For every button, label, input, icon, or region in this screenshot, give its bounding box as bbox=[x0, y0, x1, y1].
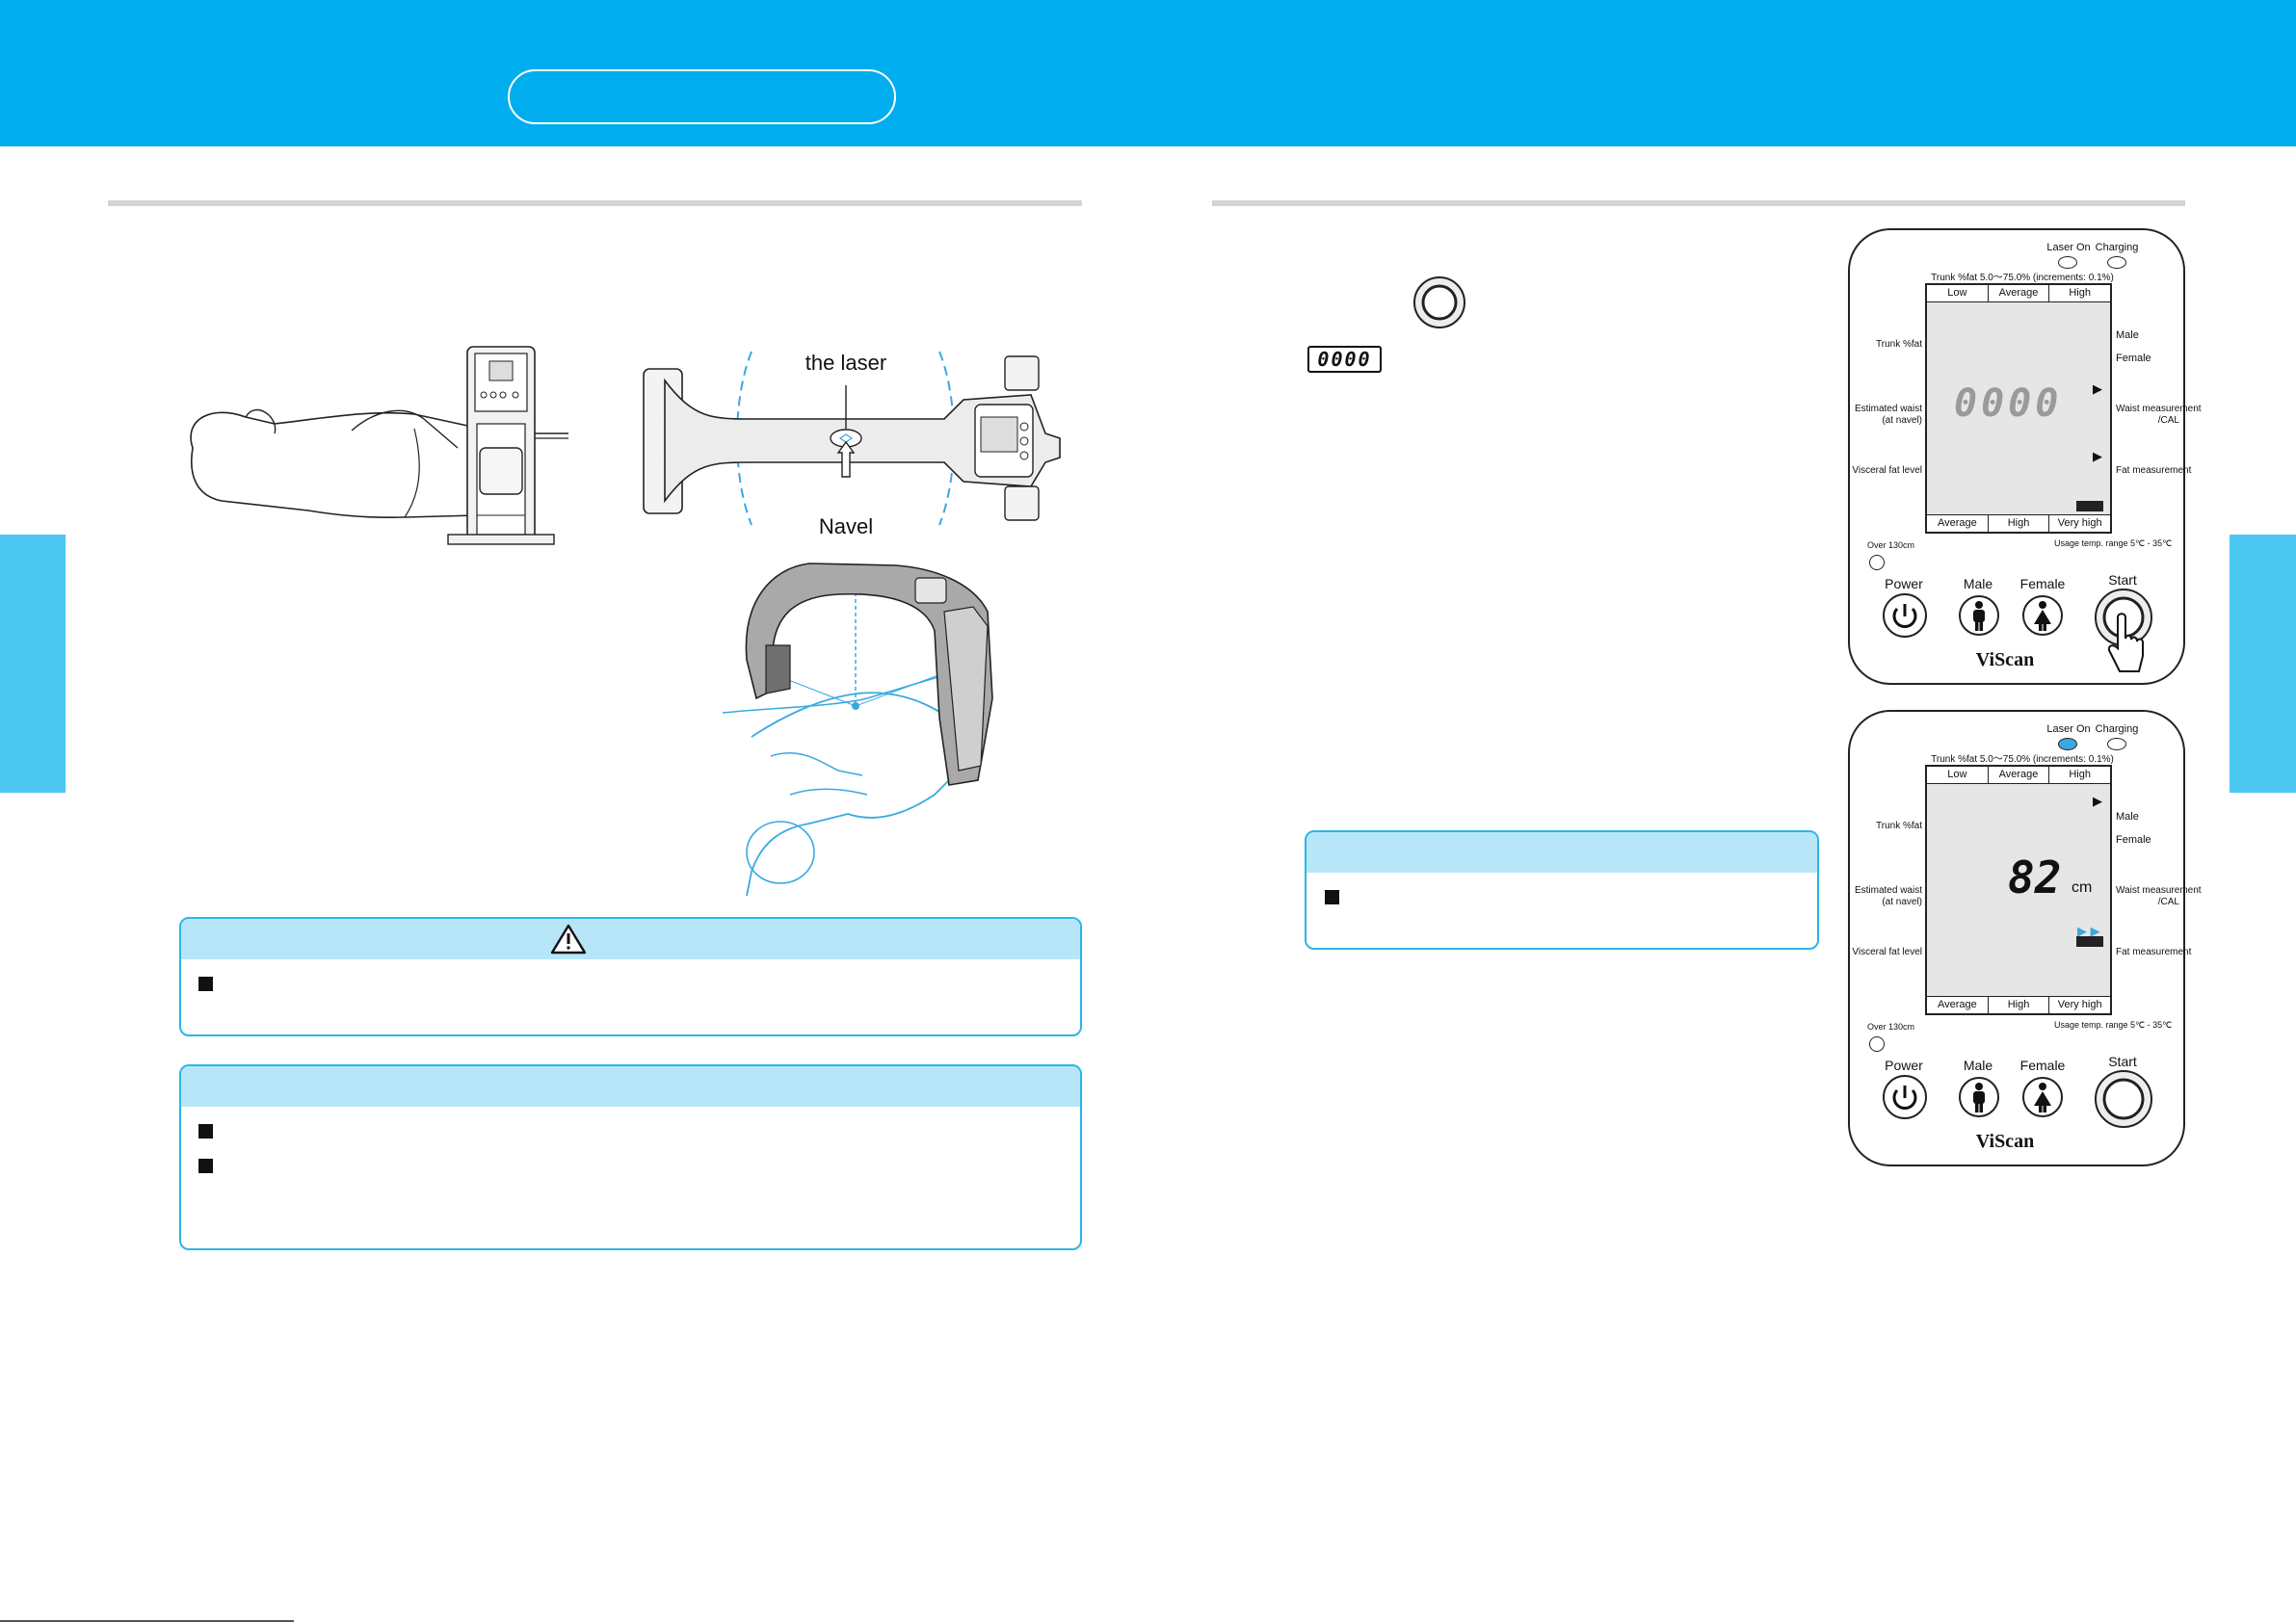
male-button[interactable] bbox=[1958, 592, 2000, 639]
left-section-rule bbox=[108, 200, 1082, 206]
power-icon bbox=[1892, 1088, 1917, 1110]
lcd-waist-value: 82 bbox=[2008, 851, 2062, 903]
warning-box-header bbox=[181, 919, 1080, 959]
power-button[interactable] bbox=[1882, 592, 1928, 639]
note-box-left-header bbox=[181, 1066, 1080, 1107]
right-side-tab bbox=[2230, 535, 2296, 793]
measurement-position-illustration bbox=[722, 563, 993, 897]
lcd-display: Low Average High 0000 ▶ ▶ Average High V… bbox=[1925, 283, 2112, 534]
male-icon bbox=[1975, 601, 1983, 609]
bottom-scale: Average High Very high bbox=[1927, 996, 2110, 1013]
female-icon bbox=[2039, 1083, 2046, 1090]
over-130-indicator bbox=[1869, 1036, 1885, 1052]
power-button[interactable] bbox=[1882, 1074, 1928, 1120]
female-icon bbox=[2039, 601, 2046, 609]
start-button[interactable] bbox=[2093, 1070, 2154, 1132]
warning-box bbox=[179, 917, 1082, 1036]
battery-icon bbox=[2076, 501, 2103, 511]
lcd-waist-unit: cm bbox=[2072, 879, 2093, 896]
male-icon bbox=[1975, 1083, 1983, 1090]
control-panel-2: Laser On Charging Trunk %fat 5.0〜75.0% (… bbox=[1848, 710, 2202, 1166]
over-130-indicator bbox=[1869, 555, 1885, 570]
right-section-rule bbox=[1212, 200, 2185, 206]
note-box-right-header bbox=[1306, 832, 1817, 873]
pressing-hand-icon bbox=[2107, 613, 2144, 672]
note-bullet-icon bbox=[198, 1124, 213, 1139]
warning-bullet-icon bbox=[198, 977, 213, 991]
note-bullet-icon bbox=[198, 1159, 213, 1173]
lcd-display: Low Average High 82 cm ▶ ▶ ▶ Average Hig… bbox=[1925, 765, 2112, 1015]
brand-logo: ViScan bbox=[1975, 1131, 2035, 1152]
lying-person-illustration bbox=[190, 346, 568, 545]
power-icon bbox=[1892, 607, 1917, 628]
left-side-tab bbox=[0, 535, 66, 793]
note-bullet-icon bbox=[1325, 890, 1339, 904]
charging-indicator bbox=[2107, 256, 2126, 269]
control-panel-1: Laser On Charging Trunk %fat 5.0〜75.0% (… bbox=[1848, 228, 2202, 685]
blinking-arrow-icon: ▶ ▶ bbox=[2077, 924, 2100, 938]
laser-on-label: Laser On bbox=[2046, 723, 2091, 735]
display-digits-icon: 0000 bbox=[1307, 346, 1382, 373]
bottom-scale: Average High Very high bbox=[1927, 514, 2110, 532]
range-note: Trunk %fat 5.0〜75.0% (increments: 0.1%) bbox=[1931, 273, 2114, 283]
header-title-pill bbox=[508, 69, 896, 124]
note-box-left bbox=[179, 1064, 1082, 1250]
warning-triangle-icon bbox=[550, 924, 587, 955]
male-arrow-icon: ▶ bbox=[2093, 794, 2102, 808]
charging-label: Charging bbox=[2095, 242, 2139, 253]
footer-rule bbox=[0, 1620, 294, 1622]
female-button[interactable] bbox=[2021, 1074, 2064, 1120]
laser-label: the laser bbox=[805, 351, 887, 375]
scanner-top-view-illustration bbox=[643, 351, 1061, 526]
waist-arrow-icon: ▶ bbox=[2093, 449, 2102, 463]
laser-on-indicator-lit bbox=[2058, 738, 2077, 750]
top-scale: Low Average High bbox=[1927, 285, 2110, 302]
start-button-icon bbox=[1413, 276, 1465, 328]
note-box-right bbox=[1305, 830, 1819, 950]
battery-icon bbox=[2076, 936, 2103, 947]
start-button[interactable] bbox=[2093, 589, 2154, 677]
male-arrow-icon: ▶ bbox=[2093, 381, 2102, 396]
laser-on-indicator bbox=[2058, 256, 2077, 269]
charging-label: Charging bbox=[2095, 723, 2139, 735]
range-note: Trunk %fat 5.0〜75.0% (increments: 0.1%) bbox=[1931, 754, 2114, 765]
top-scale: Low Average High bbox=[1927, 767, 2110, 784]
female-button[interactable] bbox=[2021, 592, 2064, 639]
header-banner bbox=[0, 0, 2296, 146]
navel-label: Navel bbox=[818, 514, 874, 538]
male-button[interactable] bbox=[1958, 1074, 2000, 1120]
lcd-digits: 0000 bbox=[1954, 381, 2063, 426]
laser-on-label: Laser On bbox=[2046, 242, 2091, 253]
charging-indicator bbox=[2107, 738, 2126, 750]
brand-logo: ViScan bbox=[1975, 649, 2035, 670]
